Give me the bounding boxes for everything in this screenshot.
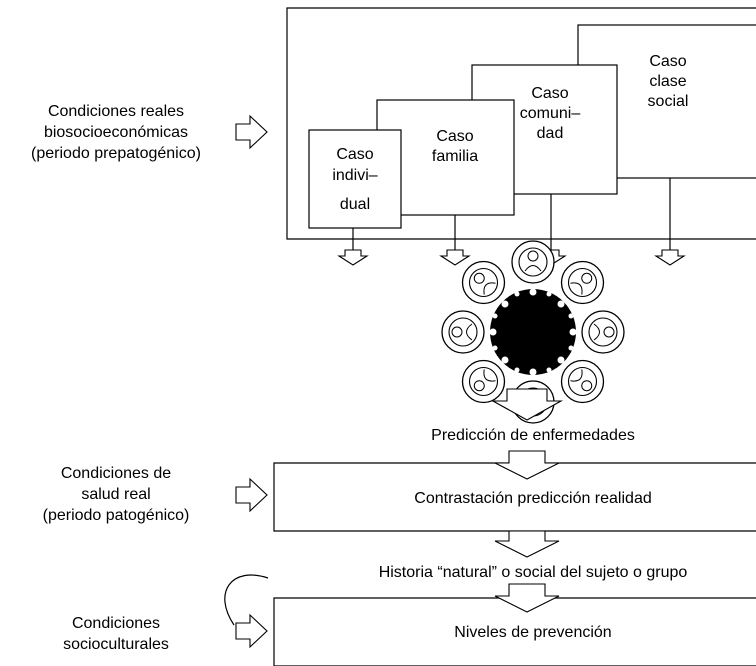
svg-text:Caso: Caso xyxy=(336,146,373,163)
condiciones-salud-label: Condiciones de salud real (periodo patog… xyxy=(43,465,190,524)
condiciones-socioculturales-label: Condiciones socioculturales xyxy=(63,615,169,653)
svg-text:salud real: salud real xyxy=(81,486,150,503)
case-comunidad-label: Caso comuni– dad xyxy=(520,85,581,142)
svg-text:Caso: Caso xyxy=(531,85,568,102)
case-clase-social-label: Caso clase social xyxy=(648,53,689,110)
svg-text:Condiciones: Condiciones xyxy=(72,615,160,632)
prediccion-label: Predicción de enfermedades xyxy=(431,427,635,444)
prevencion-label: Niveles de prevención xyxy=(454,624,611,641)
block-arrow-icon xyxy=(494,583,560,613)
case-individual-label: Caso indivi– dual xyxy=(332,146,377,213)
svg-text:(periodo prepatogénico): (periodo prepatogénico) xyxy=(31,145,201,162)
block-arrow-icon xyxy=(235,114,268,150)
svg-text:dual: dual xyxy=(340,196,370,213)
svg-text:socioculturales: socioculturales xyxy=(63,636,169,653)
block-arrow-icon xyxy=(490,388,564,421)
people-around-disease-icon xyxy=(441,240,625,424)
svg-text:dad: dad xyxy=(537,125,564,142)
svg-text:familia: familia xyxy=(432,148,478,165)
svg-text:social: social xyxy=(648,93,689,110)
feedback-curve xyxy=(224,574,269,626)
cases-frame xyxy=(286,7,756,240)
contrastacion-label: Contrastación predicción realidad xyxy=(414,490,651,507)
case-individual-box xyxy=(308,129,402,229)
case-familia-label: Caso familia xyxy=(432,128,478,165)
svg-text:Caso: Caso xyxy=(649,53,686,70)
svg-text:clase: clase xyxy=(649,73,686,90)
historia-label: Historia “natural” o social del sujeto o… xyxy=(379,564,688,581)
svg-text:comuni–: comuni– xyxy=(520,105,581,122)
block-arrow-icon xyxy=(235,477,268,513)
block-arrow-icon xyxy=(337,249,369,266)
svg-text:(periodo patogénico): (periodo patogénico) xyxy=(43,507,190,524)
block-arrow-icon xyxy=(654,249,686,266)
svg-text:biosocioeconómicas: biosocioeconómicas xyxy=(44,124,188,141)
block-arrow-icon xyxy=(235,613,268,649)
svg-text:Caso: Caso xyxy=(436,128,473,145)
svg-text:indivi–: indivi– xyxy=(332,167,377,184)
svg-text:Condiciones reales: Condiciones reales xyxy=(48,103,184,120)
block-arrow-icon xyxy=(439,249,471,266)
condiciones-reales-label: Condiciones reales biosocioeconómicas (p… xyxy=(31,103,201,162)
block-arrow-icon xyxy=(494,530,560,558)
block-arrow-icon xyxy=(494,450,560,480)
svg-text:Condiciones de: Condiciones de xyxy=(61,465,171,482)
